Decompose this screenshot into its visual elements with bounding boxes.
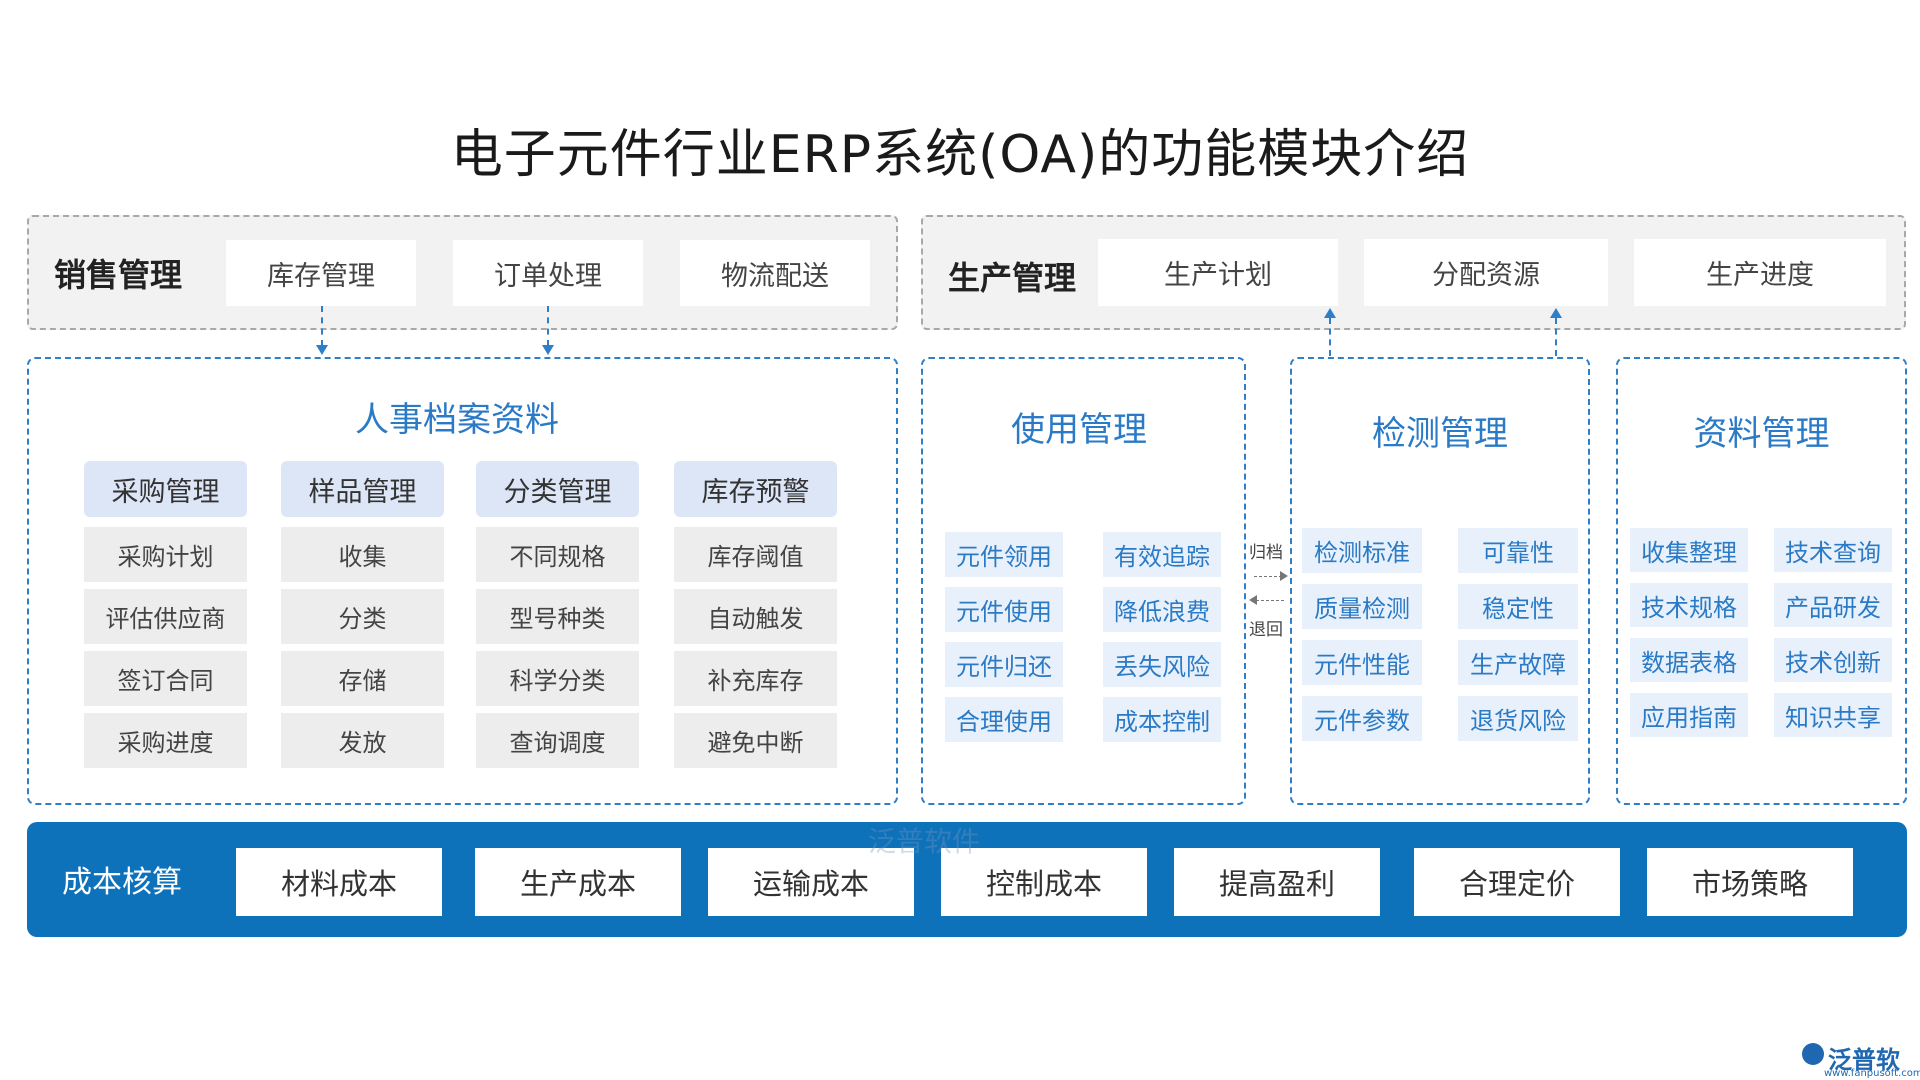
logo-name: 泛普软件 bbox=[1828, 1046, 1900, 1074]
testing-title: 检测管理 bbox=[1372, 414, 1508, 454]
usage-cell: 丢失风险 bbox=[1103, 642, 1221, 687]
production-label: 生产管理 bbox=[948, 259, 1077, 297]
docs-title: 资料管理 bbox=[1693, 414, 1830, 454]
docs-cell: 应用指南 bbox=[1630, 693, 1748, 737]
hr-cell: 收集 bbox=[281, 527, 444, 582]
arrow-right-icon bbox=[1280, 571, 1288, 581]
hr-header-purchase[interactable]: 采购管理 bbox=[84, 461, 247, 517]
hr-cell: 科学分类 bbox=[476, 651, 639, 706]
connector-line bbox=[547, 306, 549, 346]
docs-cell: 技术规格 bbox=[1630, 583, 1748, 627]
testing-cell: 可靠性 bbox=[1458, 528, 1578, 573]
testing-cell: 元件参数 bbox=[1302, 696, 1422, 741]
usage-cell: 元件领用 bbox=[945, 532, 1063, 577]
hr-cell: 评估供应商 bbox=[84, 589, 247, 644]
production-item-resources[interactable]: 分配资源 bbox=[1364, 239, 1608, 306]
docs-cell: 数据表格 bbox=[1630, 638, 1748, 682]
hr-title: 人事档案资料 bbox=[355, 400, 559, 440]
connector-line bbox=[1555, 318, 1557, 356]
cost-item-production[interactable]: 生产成本 bbox=[475, 848, 681, 916]
docs-cell: 收集整理 bbox=[1630, 528, 1748, 572]
connector-line bbox=[1329, 318, 1331, 356]
hr-cell: 型号种类 bbox=[476, 589, 639, 644]
link-arrow-right bbox=[1254, 576, 1282, 577]
cost-item-material[interactable]: 材料成本 bbox=[236, 848, 442, 916]
connector-line bbox=[321, 306, 323, 346]
hr-header-sample[interactable]: 样品管理 bbox=[281, 461, 444, 517]
testing-cell: 元件性能 bbox=[1302, 640, 1422, 685]
arrow-up-icon bbox=[1324, 308, 1336, 318]
hr-cell: 采购计划 bbox=[84, 527, 247, 582]
cost-label: 成本核算 bbox=[62, 865, 182, 900]
usage-cell: 元件归还 bbox=[945, 642, 1063, 687]
cost-item-control[interactable]: 控制成本 bbox=[941, 848, 1147, 916]
cost-item-profit[interactable]: 提高盈利 bbox=[1174, 848, 1380, 916]
docs-cell: 技术查询 bbox=[1774, 528, 1892, 572]
arrow-down-icon bbox=[542, 345, 554, 355]
testing-cell: 质量检测 bbox=[1302, 584, 1422, 629]
link-arrow-left bbox=[1256, 600, 1284, 601]
testing-cell: 稳定性 bbox=[1458, 584, 1578, 629]
testing-cell: 生产故障 bbox=[1458, 640, 1578, 685]
hr-cell: 自动触发 bbox=[674, 589, 837, 644]
arrow-up-icon bbox=[1550, 308, 1562, 318]
hr-cell: 存储 bbox=[281, 651, 444, 706]
logo-icon bbox=[1802, 1043, 1824, 1065]
link-return-label: 退回 bbox=[1249, 620, 1283, 640]
cost-item-market[interactable]: 市场策略 bbox=[1647, 848, 1853, 916]
docs-cell: 产品研发 bbox=[1774, 583, 1892, 627]
usage-cell: 合理使用 bbox=[945, 697, 1063, 742]
usage-cell: 降低浪费 bbox=[1103, 587, 1221, 632]
usage-cell: 元件使用 bbox=[945, 587, 1063, 632]
hr-cell: 不同规格 bbox=[476, 527, 639, 582]
testing-cell: 退货风险 bbox=[1458, 696, 1578, 741]
testing-cell: 检测标准 bbox=[1302, 528, 1422, 573]
cost-item-pricing[interactable]: 合理定价 bbox=[1414, 848, 1620, 916]
hr-cell: 补充库存 bbox=[674, 651, 837, 706]
usage-title: 使用管理 bbox=[1011, 410, 1147, 450]
logo-url: www.fanpusoft.com bbox=[1824, 1068, 1920, 1079]
hr-header-stock-alert[interactable]: 库存预警 bbox=[674, 461, 837, 517]
hr-header-category[interactable]: 分类管理 bbox=[476, 461, 639, 517]
sales-item-order[interactable]: 订单处理 bbox=[453, 240, 643, 306]
production-item-plan[interactable]: 生产计划 bbox=[1098, 239, 1338, 306]
usage-cell: 有效追踪 bbox=[1103, 532, 1221, 577]
production-item-progress[interactable]: 生产进度 bbox=[1634, 239, 1886, 306]
page-title: 电子元件行业ERP系统(OA)的功能模块介绍 bbox=[450, 125, 1470, 185]
sales-label: 销售管理 bbox=[54, 256, 183, 294]
docs-cell: 知识共享 bbox=[1774, 693, 1892, 737]
hr-cell: 签订合同 bbox=[84, 651, 247, 706]
sales-item-logistics[interactable]: 物流配送 bbox=[680, 240, 870, 306]
link-archive-label: 归档 bbox=[1249, 543, 1283, 563]
hr-cell: 库存阈值 bbox=[674, 527, 837, 582]
usage-cell: 成本控制 bbox=[1103, 697, 1221, 742]
watermark: 泛普软件 bbox=[868, 825, 981, 858]
arrow-down-icon bbox=[316, 345, 328, 355]
cost-item-transport[interactable]: 运输成本 bbox=[708, 848, 914, 916]
hr-cell: 采购进度 bbox=[84, 713, 247, 768]
hr-cell: 避免中断 bbox=[674, 713, 837, 768]
arrow-left-icon bbox=[1249, 595, 1257, 605]
hr-cell: 发放 bbox=[281, 713, 444, 768]
docs-cell: 技术创新 bbox=[1774, 638, 1892, 682]
sales-item-inventory[interactable]: 库存管理 bbox=[226, 240, 416, 306]
hr-cell: 分类 bbox=[281, 589, 444, 644]
hr-cell: 查询调度 bbox=[476, 713, 639, 768]
